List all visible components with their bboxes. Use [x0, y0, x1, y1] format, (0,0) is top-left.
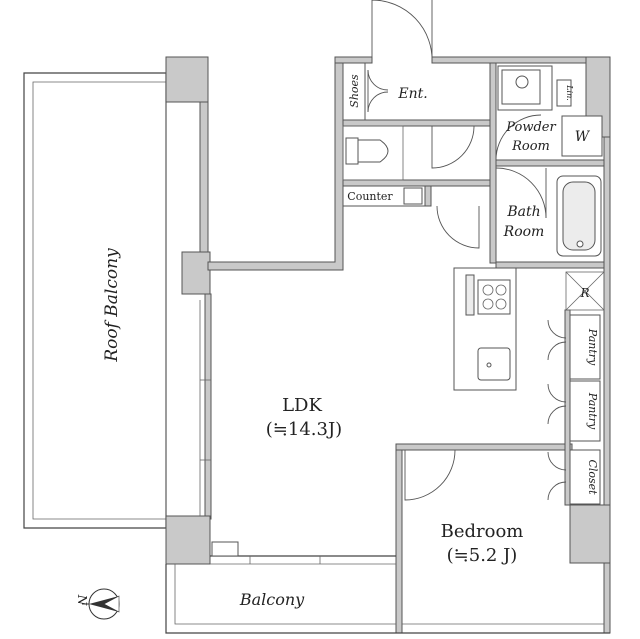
closet-label: Closet [586, 459, 599, 495]
bedroom-door[interactable] [404, 449, 456, 501]
powder-room-label-1: Powder [505, 120, 556, 135]
bath-room-label-1: Bath [506, 204, 540, 220]
bedroom-area-label: (≒5.2 J) [447, 545, 518, 566]
walls [165, 56, 611, 634]
ldk-area-label: (≒14.3J) [266, 419, 342, 440]
linen-mark: Lin. [565, 84, 574, 101]
counter-label: Counter [347, 190, 393, 203]
entrance-door[interactable] [371, 0, 433, 64]
outer-lines [165, 300, 610, 634]
powder-room-label-2: Room [511, 139, 550, 154]
bath-room [495, 167, 602, 257]
compass-icon [82, 588, 120, 620]
roof-balcony [23, 72, 167, 529]
shoes-cabinet [342, 62, 389, 121]
shoes-label: Shoes [348, 74, 361, 108]
bath-room-label-2: Room [503, 224, 545, 240]
toilet [342, 125, 475, 181]
balcony-label: Balcony [239, 590, 305, 609]
roof-balcony-label: Roof Balcony [102, 248, 122, 363]
kitchen [453, 267, 605, 391]
pantry-label-2: Pantry [586, 392, 599, 430]
entrance-label: Ent. [397, 86, 427, 102]
powder-room [495, 65, 603, 161]
washer-mark: W [575, 129, 591, 145]
pantry-label-1: Pantry [586, 328, 599, 366]
compass-north-label: N [75, 594, 89, 606]
pantry-closet [547, 314, 601, 505]
counter [342, 185, 480, 249]
fridge-mark: R [579, 286, 589, 300]
ldk-label: LDK [282, 395, 322, 416]
bedroom-label: Bedroom [441, 521, 524, 542]
